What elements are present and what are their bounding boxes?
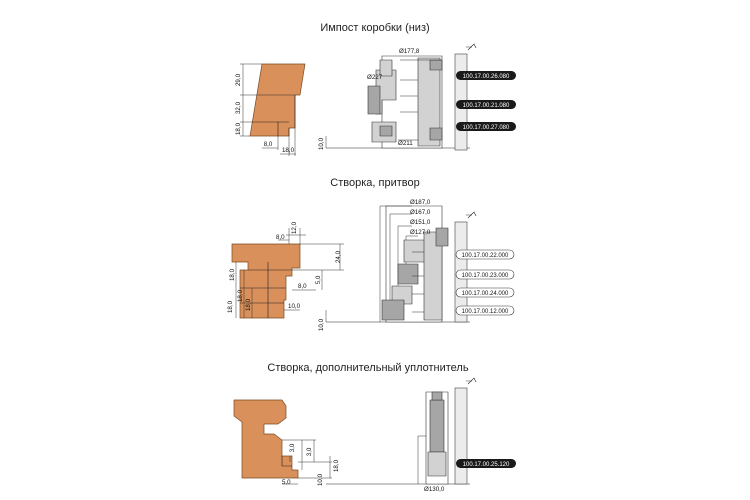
- section-2-cutter: [326, 205, 477, 323]
- s2-code-1: 100.17.00.22.000: [462, 253, 509, 259]
- s3-dim-b: 3,0: [306, 447, 313, 456]
- s2-dim-d: 5,0: [315, 275, 322, 284]
- s3-dim-d: 5,0: [282, 479, 291, 486]
- s2-dim-h: 18,0: [245, 298, 252, 311]
- s2-code-3: 100.17.00.24.000: [462, 291, 509, 297]
- s2-code-4: 100.17.00.12.000: [462, 309, 509, 315]
- section-3-title: Створка, дополнительный уплотнитель: [267, 362, 468, 374]
- section-2-profile: [231, 228, 344, 322]
- s1-diam-a: Ø177,8: [399, 48, 420, 55]
- s1-code-2: 100.17.00.21.080: [463, 103, 510, 109]
- s1-code-tag-2: 100.17.00.21.080: [456, 100, 516, 109]
- section-1-cutter: [326, 43, 477, 151]
- s2-dim-b: 8,0: [276, 234, 285, 241]
- s3-diam-a: Ø130,0: [424, 486, 445, 493]
- s1-diam-b: Ø227: [367, 74, 383, 81]
- s2-code-2: 100.17.00.23.000: [462, 273, 509, 279]
- s2-dim-c: 24,0: [335, 250, 342, 263]
- section-1-profile: [240, 63, 327, 156]
- s3-code-tag-1: 100.17.00.25.120: [456, 459, 516, 468]
- s1-diam-c: Ø211: [398, 140, 413, 147]
- s2-code-tag-4: 100.17.00.12.000: [455, 305, 515, 316]
- s2-dim-f: 18,0: [229, 268, 236, 281]
- s3-dim-e: 10,0: [317, 473, 324, 486]
- s2-dim-j: 18,0: [227, 300, 234, 313]
- s2-dim-g: 18,0: [237, 289, 244, 302]
- s1-code-tag-1: 100.17.00.26.080: [456, 71, 516, 80]
- s3-dim-c: 18,0: [333, 459, 340, 472]
- s1-dim-e: 18,0: [282, 147, 295, 154]
- s2-code-tag-3: 100.17.00.24.000: [455, 287, 515, 298]
- s2-dim-i: 10,0: [288, 303, 301, 310]
- s1-code-tag-3: 100.17.00.27.080: [456, 122, 516, 131]
- section-2-title: Створка, притвор: [330, 177, 419, 189]
- s1-dim-c: 18,0: [235, 122, 242, 135]
- s2-dim-k: 10,0: [318, 318, 325, 331]
- s1-dim-b: 32,0: [235, 101, 242, 114]
- s2-dim-e: 8,0: [298, 283, 307, 290]
- s1-dim-a: 29,0: [235, 73, 242, 86]
- s2-code-tag-1: 100.17.00.22.000: [455, 249, 515, 260]
- s2-diam-d: Ø127,0: [410, 229, 431, 236]
- s2-code-tag-2: 100.17.00.23.000: [455, 269, 515, 280]
- s2-dim-a: 12,0: [291, 221, 298, 234]
- section-3-cutter: [326, 377, 477, 485]
- s3-dim-a: 3,0: [289, 443, 296, 452]
- s1-code-1: 100.17.00.26.080: [463, 74, 510, 80]
- s2-diam-b: Ø167,0: [410, 209, 431, 216]
- s3-code-1: 100.17.00.25.120: [463, 462, 510, 468]
- s2-diam-c: Ø151,0: [410, 219, 431, 226]
- section-3-profile: [233, 399, 332, 485]
- s1-dim-f: 10,0: [318, 137, 325, 150]
- s1-code-3: 100.17.00.27.080: [463, 125, 510, 131]
- s2-diam-a: Ø187,0: [410, 199, 431, 206]
- s1-dim-d: 8,0: [264, 141, 273, 148]
- section-1-title: Импост коробки (низ): [320, 22, 429, 34]
